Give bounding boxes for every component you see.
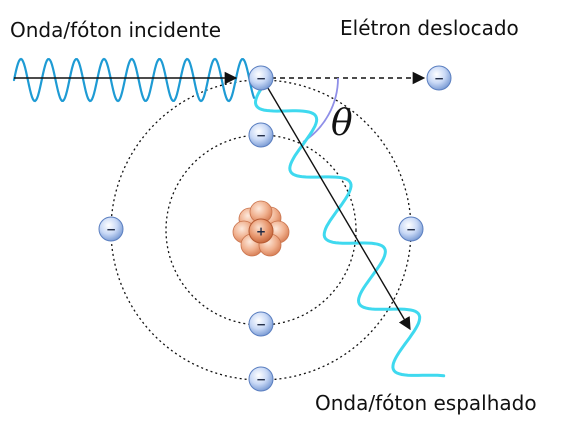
electron-icon: − — [426, 65, 452, 91]
incident-wave — [12, 57, 256, 103]
electron-charge: − — [256, 72, 266, 86]
angle-label: θ — [331, 103, 353, 144]
electron-icon: − — [248, 311, 274, 337]
scattered-label: Onda/fóton espalhado — [315, 391, 537, 415]
electron-icon: − — [248, 122, 274, 148]
electron-charge: − — [256, 318, 266, 332]
electron-icon: − — [98, 216, 124, 242]
scattered-wave — [253, 80, 446, 378]
displaced-electron-label: Elétron deslocado — [340, 16, 519, 40]
nucleus-icon: + — [232, 200, 290, 257]
electron-icon: − — [248, 366, 274, 392]
electron-charge: − — [434, 72, 444, 86]
nucleus-charge: + — [256, 225, 266, 239]
scattered-direction-arrow — [261, 77, 411, 331]
electron-charge: − — [256, 373, 266, 387]
incident-label: Onda/fóton incidente — [10, 18, 221, 42]
electron-charge: − — [256, 129, 266, 143]
electron-icon: − — [398, 216, 424, 242]
electron-charge: − — [406, 223, 416, 237]
electron-charge: − — [106, 223, 116, 237]
electron-icon: − — [248, 65, 274, 91]
